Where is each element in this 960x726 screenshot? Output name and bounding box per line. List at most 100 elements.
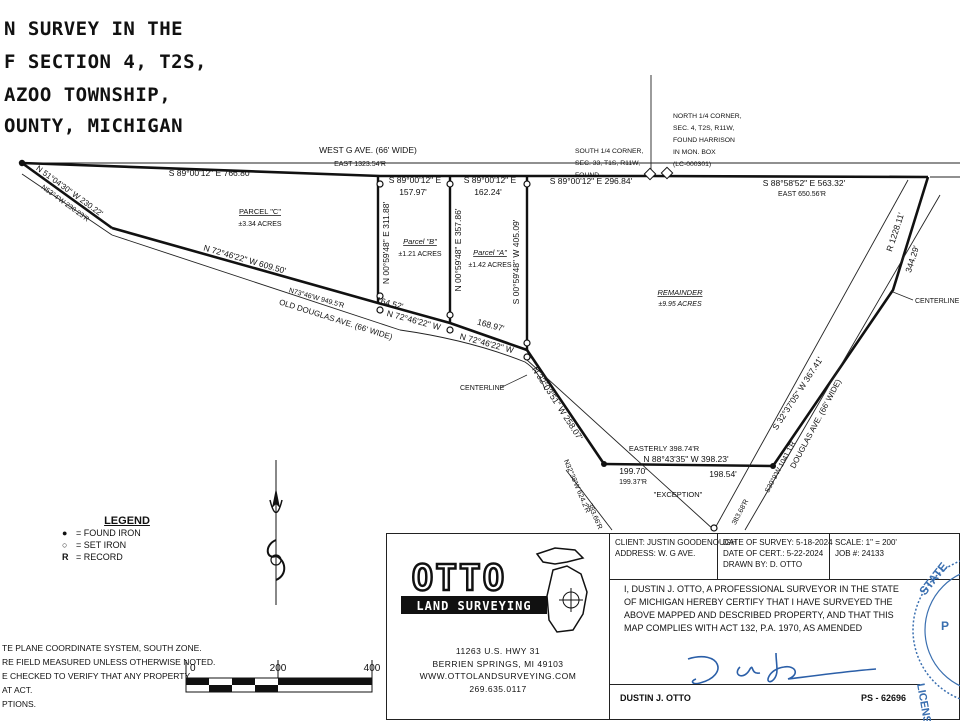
legend-item: ○= SET IRON [62, 540, 127, 550]
old-douglas-edge-1 [21, 173, 113, 236]
north-quarter-corner-note: NORTH 1/4 CORNER, SEC. 4, T2S, R11W, FOU… [673, 113, 742, 168]
surveyor-seal-icon: STATE LICENSED P [912, 560, 960, 721]
svg-text:STATE: STATE [916, 560, 950, 598]
company-address-1: 11263 U.S. HWY 31 [455, 646, 541, 656]
certification-area: I, DUSTIN J. OTTO, A PROFESSIONAL SURVEY… [609, 579, 959, 719]
legend-heading: LEGEND [104, 515, 150, 527]
parcel-a-area: ±1.42 ACRES [468, 262, 511, 269]
centerline-left-label: CENTERLINE [460, 385, 505, 392]
south-line-a-dist: 168.97' [476, 317, 506, 334]
scale-bar: 0 200 400 [185, 660, 381, 693]
south-quarter-corner-note: SOUTH 1/4 CORNER, SEC. 33, T1S, R11W, FO… [575, 148, 643, 179]
survey-notes: TE PLANE COORDINATE SYSTEM, SOUTH ZONE. … [2, 643, 216, 709]
title-line-1: N SURVEY IN THE [4, 18, 184, 40]
svg-text:SOUTH 1/4 CORNER,: SOUTH 1/4 CORNER, [575, 148, 643, 155]
north-line-5-record: EAST 650.56'R [778, 191, 826, 198]
remainder-name: REMAINDER [657, 288, 703, 297]
set-iron-1 [376, 180, 384, 188]
west-diagonal-boundary [21, 161, 113, 230]
north-line-3-dist: 162.24' [474, 187, 502, 197]
michigan-map-icon [535, 547, 588, 633]
north-arrow-icon [266, 460, 286, 605]
set-iron-5 [376, 306, 384, 314]
remainder-area: ±9.95 ACRES [658, 301, 702, 308]
douglas-centerline [713, 179, 909, 531]
title-line-2: F SECTION 4, T2S, [4, 51, 207, 73]
exception-seg1-record: 199.37'R [619, 479, 647, 486]
set-iron-south [710, 524, 718, 532]
parcel-a-east-label: N 00°59'48" E 357.86' [453, 208, 463, 291]
south-boundary [111, 226, 528, 352]
company-logo-area: OTTO LAND SURVEYING 11263 U.S. HWY 31 BE… [387, 534, 609, 721]
svg-text:(LC-000301): (LC-000301) [673, 161, 711, 168]
old-douglas-edge-3 [399, 329, 546, 391]
project-info-row: CLIENT: JUSTIN GOODENOUGH ADDRESS: W. G … [609, 534, 959, 580]
douglas-west-edge-2 [565, 469, 613, 531]
douglas-record2: 383.68'R [731, 498, 750, 526]
exception-north-record: EASTERLY 398.74'R [629, 444, 700, 453]
company-phone: 269.635.0117 [469, 684, 527, 694]
surveyor-name: DUSTIN J. OTTO [620, 693, 691, 703]
legend-item: R= RECORD [62, 552, 123, 562]
found-iron-west [18, 159, 26, 167]
company-address-2: BERRIEN SPRINGS, MI 49103 [432, 659, 564, 669]
exception-north-line [603, 462, 774, 468]
old-douglas-edge-2 [111, 234, 401, 331]
parcel-b-name: Parcel "B" [403, 237, 437, 246]
svg-text:LICENSED: LICENSED [914, 682, 935, 721]
title-block: OTTO LAND SURVEYING 11263 U.S. HWY 31 BE… [386, 533, 960, 721]
set-iron-8 [523, 339, 531, 347]
remainder-sw-line [525, 349, 606, 465]
set-iron-2 [446, 180, 454, 188]
date-info: DATE OF SURVEY: 5-18-2024 DATE OF CERT.:… [717, 534, 833, 579]
ps-number: PS - 62696 [860, 693, 906, 703]
parcel-c-area: ±3.34 ACRES [238, 221, 281, 228]
set-iron-6 [446, 311, 454, 319]
scale-info: SCALE: 1" = 200' JOB #: 24133 [829, 534, 959, 579]
company-website: WWW.OTTOLANDSURVEYING.COM [419, 671, 577, 681]
parcel-a-name: Parcel "A" [473, 248, 507, 257]
north-boundary [21, 161, 929, 179]
svg-text:IN MON. BOX: IN MON. BOX [673, 149, 716, 156]
north-line-2-dist: 157.97' [399, 187, 427, 197]
signature-line: DUSTIN J. OTTO PS - 62696 [610, 684, 920, 721]
north-line-2-label: S 89°00'12" E [389, 175, 442, 185]
legend: LEGEND ●= FOUND IRON ○= SET IRON R= RECO… [62, 515, 212, 563]
remainder-sw-record2: 383.66'R [586, 502, 603, 530]
company-name-bottom: LAND SURVEYING [416, 599, 531, 613]
surveyor-signature [687, 652, 877, 685]
exception-seg1: 199.70' [619, 466, 647, 476]
exception-north-label: N 88°43'35" W 398.23' [643, 454, 729, 464]
north-line-5-label: S 88°58'52" E 563.32' [763, 178, 846, 188]
parcel-b-area: ±1.21 ACRES [398, 251, 441, 258]
monument-box-1 [643, 167, 657, 181]
found-iron-exception-e [770, 463, 776, 469]
scale-tick-200: 200 [270, 663, 287, 674]
svg-text:FOUND HARRISON: FOUND HARRISON [673, 137, 735, 144]
exception-seg2: 198.54' [709, 469, 737, 479]
title-line-4: OUNTY, MICHIGAN [4, 115, 184, 137]
scale-tick-0: 0 [190, 663, 196, 674]
west-g-record-label: EAST 1323.54'R [334, 161, 386, 168]
svg-text:SEC. 33, T1S, R11W,: SEC. 33, T1S, R11W, [575, 160, 640, 167]
set-iron-7 [446, 326, 454, 334]
set-iron-9 [523, 353, 531, 361]
parcel-c-name: PARCEL "C" [239, 207, 281, 216]
douglas-west-edge [526, 359, 715, 531]
legend-item: ●= FOUND IRON [62, 528, 141, 538]
set-iron-4 [376, 292, 384, 300]
title-line-3: AZOO TOWNSHIP, [4, 84, 172, 106]
north-line-1-label: S 89°00'12" E 766.80' [169, 168, 252, 178]
south-line-c-label: N 72°46'22" W 609.50' [202, 243, 287, 276]
remainder-sw-label: N 32°03'51" W 258.07' [530, 365, 585, 442]
douglas-east-edge [744, 194, 941, 531]
set-iron-3 [523, 180, 531, 188]
company-name-top: OTTO [412, 558, 507, 599]
parcel-a-west-label: S 00°59'48" W 405.09' [511, 219, 521, 304]
north-line-3-label: S 89°00'12" E [464, 175, 517, 185]
svg-text:FOUND: FOUND [575, 172, 599, 179]
client-info: CLIENT: JUSTIN GOODENOUGH ADDRESS: W. G … [609, 534, 737, 579]
north-line-4-label: S 89°00'12" E 296.84' [550, 176, 633, 186]
exception-label: "EXCEPTION" [654, 490, 703, 499]
